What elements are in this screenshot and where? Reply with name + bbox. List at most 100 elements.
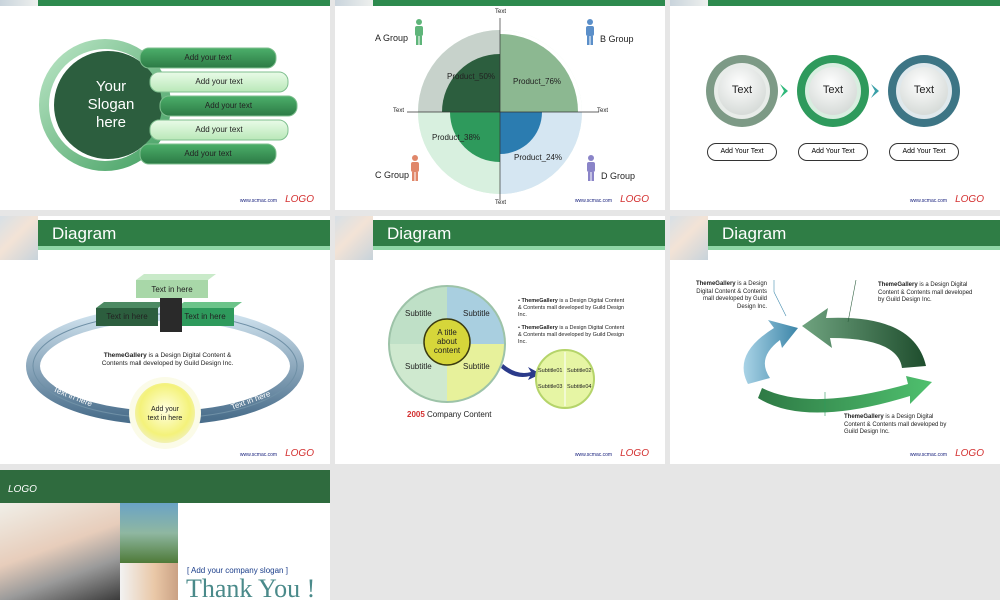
footer-url: www.scmac.com: [574, 452, 613, 458]
caption-year: 2005: [407, 410, 425, 419]
slide-header: Diagram: [335, 216, 665, 260]
slide-7-thumbnail[interactable]: LOGO [ Add your company slogan ] Thank Y…: [0, 470, 330, 600]
annotation-right: ThemeGallery is a Design Digital Content…: [878, 282, 978, 305]
process-circles: [706, 55, 960, 127]
group-c-label: C Group: [375, 170, 410, 180]
box-label-right: Text in here: [184, 312, 226, 321]
slice-product-38: [450, 112, 500, 162]
annotation-bottom: ThemeGallery is a Design Digital Content…: [844, 414, 950, 437]
annotation-text: is a Design Digital Content & Contents m…: [696, 281, 767, 310]
footer-logo: LOGO: [955, 194, 984, 205]
quadrant-label-4: Subtitle: [463, 362, 490, 371]
circle-label-1: Text: [731, 84, 753, 96]
center-title-line-1: A title: [437, 328, 457, 337]
brand-name: ThemeGallery: [844, 414, 884, 420]
footer-logo: LOGO: [620, 448, 649, 459]
slide-header: Diagram: [0, 216, 330, 260]
circle-text-line-1: Add your: [150, 406, 180, 413]
quadrant-label-1: Subtitle: [405, 309, 432, 318]
axis-label-left: Text: [393, 108, 405, 114]
quadrant-chart: [407, 18, 599, 200]
footer-url: www.scmac.com: [239, 452, 278, 458]
footer-url: www.scmac.com: [239, 198, 278, 204]
slide-2-thumbnail[interactable]: Text Text Text Text A Group B Group C Gr…: [335, 0, 665, 210]
footer-logo: LOGO: [285, 194, 314, 205]
add-text-button-3[interactable]: Add Your Text: [889, 143, 959, 161]
slice-product-50: [442, 54, 500, 112]
circle-label-3: Text: [913, 84, 935, 96]
quadrant-circle-diagram: [388, 285, 595, 409]
feet-photo: [0, 503, 120, 600]
person-icon-b: [586, 19, 594, 45]
arrow-icon: [501, 364, 541, 380]
description-text: is a Design Digital Content & Contents m…: [101, 352, 234, 367]
runner-photo: [120, 503, 178, 563]
cycle-arrows-diagram: [743, 279, 932, 416]
bullet-2: • ThemeGallery is a Design Digital Conte…: [518, 325, 625, 345]
center-title-line-3: content: [433, 346, 461, 355]
slide-footer: www.scmac.com LOGO: [240, 448, 314, 459]
slide-4-thumbnail[interactable]: Diagram Text in here Text in here Text i…: [0, 216, 330, 464]
logo-bar: LOGO: [0, 470, 330, 503]
brand-name: ThemeGallery: [521, 298, 558, 304]
footer-url: www.scmac.com: [574, 198, 613, 204]
top-bar: [0, 0, 330, 6]
center-title: A title about content: [424, 328, 470, 355]
person-icon-d: [587, 155, 595, 181]
bullet-text: is a Design Digital Content & Contents m…: [518, 298, 625, 318]
axis-label-bottom: Text: [495, 200, 507, 206]
slogan-line-2: Slogan: [87, 96, 135, 113]
annotation-text: is a Design Digital Content & Contents m…: [844, 414, 947, 435]
slide-6-thumbnail[interactable]: Diagram ThemeGallery is a Design Digital…: [670, 216, 1000, 464]
slice-product-24: [500, 112, 542, 154]
slogan-line-3: here: [95, 114, 127, 131]
bar-label-5: Add your text: [184, 149, 232, 158]
group-b-label: B Group: [600, 34, 634, 44]
slide-3-thumbnail[interactable]: Text Text Text Add Your Text Add Your Te…: [670, 0, 1000, 210]
slide-footer: www.scmac.com LOGO: [910, 448, 984, 459]
header-photo: [335, 216, 373, 260]
slide-title: Diagram: [52, 224, 117, 243]
thank-you-text: Thank You !: [186, 574, 316, 600]
group-a-label: A Group: [375, 33, 409, 43]
cycle-arrow-dark-green: [802, 308, 926, 368]
footer-logo: LOGO: [285, 448, 314, 459]
center-title-line-2: about: [436, 337, 458, 346]
top-bar: [670, 0, 1000, 6]
circle-label-2: Text: [822, 84, 844, 96]
slide-header: Diagram: [670, 216, 1000, 260]
slide-footer: www.scmac.com LOGO: [575, 448, 649, 459]
slogan-graphic: [39, 39, 298, 171]
slice-label-product-76: Product_76%: [513, 77, 562, 86]
footer-logo: LOGO: [955, 448, 984, 459]
axis-label-top: Text: [495, 9, 507, 15]
woman-photo: [120, 563, 178, 600]
add-text-button-2[interactable]: Add Your Text: [798, 143, 868, 161]
person-icon-a: [415, 19, 423, 45]
brand-name: ThemeGallery: [103, 352, 147, 359]
small-label-1: Subtitle01: [538, 368, 563, 374]
cycle-arrow-blue: [743, 320, 798, 384]
annotation-text: is a Design Digital Content & Contents m…: [878, 282, 973, 303]
annotation-left: ThemeGallery is a Design Digital Content…: [692, 281, 767, 311]
top-bar: [335, 0, 665, 6]
bar-label-1: Add your text: [184, 53, 232, 62]
brand-name: ThemeGallery: [878, 282, 918, 288]
chevron-right-icon: [780, 84, 788, 98]
footer-url: www.scmac.com: [909, 452, 948, 458]
small-label-2: Subtitle02: [567, 368, 592, 374]
slide-5-thumbnail[interactable]: Diagram Subtitle Subtitle Subtitle Subti…: [335, 216, 665, 464]
bullet-1: • ThemeGallery is a Design Digital Conte…: [518, 298, 625, 318]
slide-title: Diagram: [722, 224, 787, 243]
bar-label-3: Add your text: [204, 101, 253, 110]
slide-1-thumbnail[interactable]: Your Slogan here Add your text Add your …: [0, 0, 330, 210]
box-label-top: Text in here: [151, 285, 193, 294]
box-label-left: Text in here: [106, 312, 148, 321]
add-text-button-1[interactable]: Add Your Text: [707, 143, 777, 161]
slice-label-product-24: Product_24%: [514, 153, 563, 162]
person-icon-c: [411, 155, 419, 181]
slice-product-76: [500, 34, 578, 112]
quadrant-label-2: Subtitle: [463, 309, 490, 318]
bar-label-4: Add your text: [195, 125, 243, 134]
